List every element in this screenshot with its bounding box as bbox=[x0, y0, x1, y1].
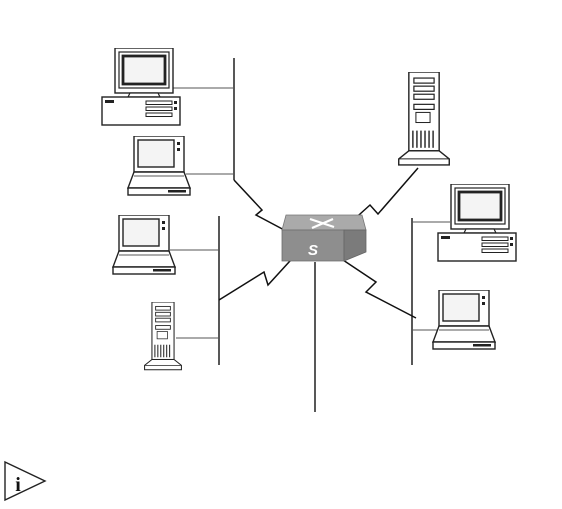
desktop-pc-right bbox=[438, 184, 516, 261]
tower-server-right bbox=[399, 72, 450, 165]
laptop-left-2 bbox=[113, 215, 175, 274]
desktop-pc-top-left bbox=[102, 48, 180, 125]
laptop-right bbox=[433, 290, 495, 349]
tower-server-left bbox=[145, 302, 182, 370]
link-switch-segment-right bbox=[340, 258, 416, 318]
switch: S bbox=[282, 215, 366, 261]
link-switch-upper-left bbox=[234, 180, 288, 232]
info-glyph: i bbox=[15, 474, 21, 496]
switch-label: S bbox=[308, 242, 318, 259]
laptop-left-1 bbox=[128, 136, 190, 195]
info-note-icon: i bbox=[5, 462, 45, 500]
switch-side bbox=[344, 230, 366, 261]
